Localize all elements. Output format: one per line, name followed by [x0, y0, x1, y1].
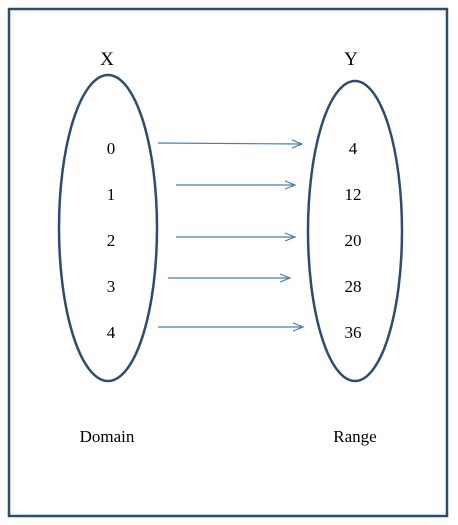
range-element: 4	[349, 139, 358, 158]
range-element: 20	[345, 231, 362, 250]
domain-set-ellipse	[57, 73, 159, 383]
mapping-arrows	[157, 143, 303, 327]
range-elements: 4 12 20 28 36	[345, 139, 362, 342]
range-set-ellipse	[306, 79, 404, 383]
domain-element: 4	[107, 323, 116, 342]
domain-element: 1	[107, 185, 116, 204]
mapping-arrow	[157, 143, 302, 144]
range-element: 28	[345, 277, 362, 296]
domain-element: 2	[107, 231, 116, 250]
domain-set-title: X	[100, 49, 114, 70]
domain-elements: 0 1 2 3 4	[107, 139, 116, 342]
domain-element: 0	[107, 139, 116, 158]
range-element: 36	[345, 323, 362, 342]
domain-caption: Domain	[80, 427, 135, 446]
diagram-frame	[7, 7, 449, 518]
range-set-title: Y	[344, 49, 358, 70]
domain-element: 3	[107, 277, 116, 296]
range-caption: Range	[333, 427, 376, 446]
range-element: 12	[345, 185, 362, 204]
